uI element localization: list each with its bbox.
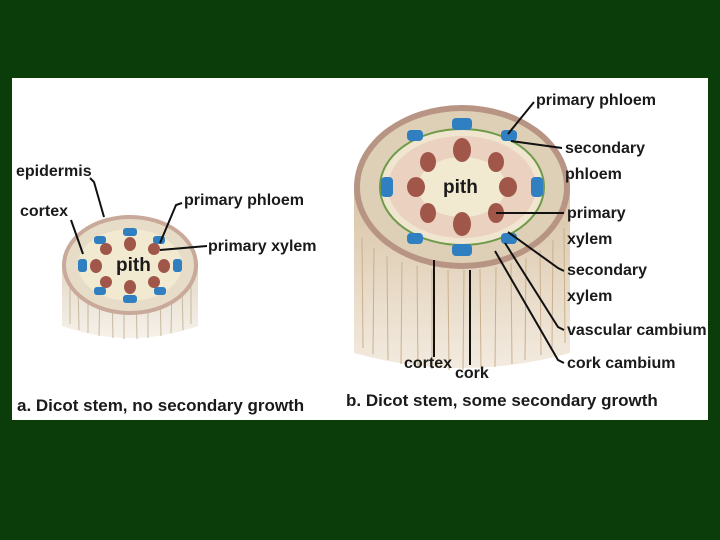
label-b-primary-xylem-line2: xylem bbox=[567, 231, 612, 248]
label-b-cork-cambium: cork cambium bbox=[567, 355, 675, 372]
label-a-cortex: cortex bbox=[20, 203, 68, 220]
label-b-secondary-xylem-line2: xylem bbox=[567, 288, 612, 305]
label-a-primary-phloem: primary phloem bbox=[184, 192, 304, 209]
label-b-secondary-xylem-line1: secondary bbox=[567, 262, 647, 279]
diagram-svg: epidermis cortex pith primary phloem pri… bbox=[12, 78, 708, 420]
label-b-primary-xylem-line1: primary bbox=[567, 205, 626, 222]
panel-b-stem bbox=[354, 102, 570, 370]
leader-epidermis bbox=[90, 178, 104, 217]
caption-a: a. Dicot stem, no secondary growth bbox=[17, 396, 304, 415]
label-a-primary-xylem: primary xylem bbox=[208, 238, 317, 255]
label-b-secondary-phloem-line2: phloem bbox=[565, 166, 622, 183]
label-b-vascular-cambium: vascular cambium bbox=[567, 322, 707, 339]
label-b-secondary-phloem-line1: secondary bbox=[565, 140, 645, 157]
label-a-pith: pith bbox=[116, 255, 151, 276]
caption-b: b. Dicot stem, some secondary growth bbox=[346, 391, 658, 410]
label-a-epidermis: epidermis bbox=[16, 163, 92, 180]
stem-diagram-figure: epidermis cortex pith primary phloem pri… bbox=[12, 78, 708, 420]
label-b-primary-phloem: primary phloem bbox=[536, 92, 656, 109]
label-b-cork: cork bbox=[455, 365, 489, 382]
label-b-cortex: cortex bbox=[404, 355, 452, 372]
label-b-pith: pith bbox=[443, 177, 478, 198]
